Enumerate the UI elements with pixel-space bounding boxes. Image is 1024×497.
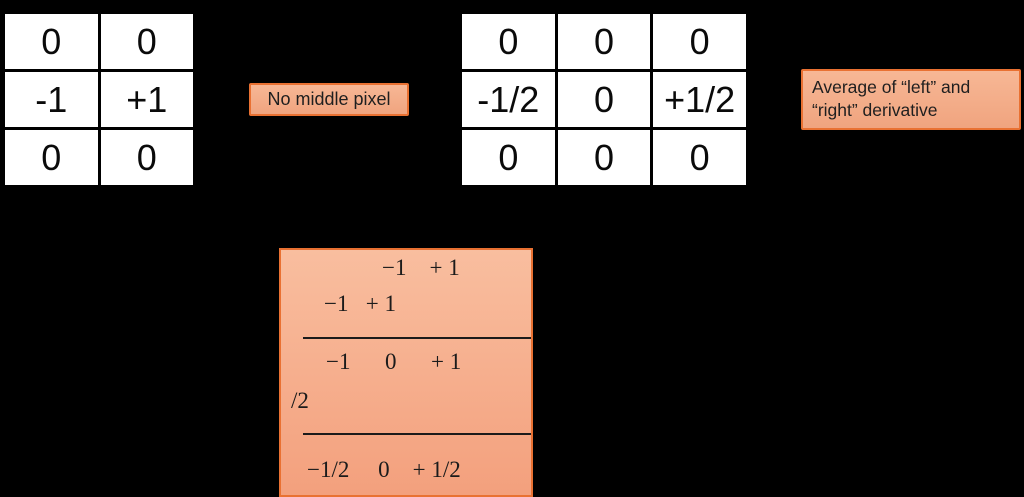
kernel-cell: 0	[557, 130, 651, 185]
derivation-row-result: −1/2 0 + 1/2	[307, 457, 461, 482]
kernel-cell: 0	[557, 14, 651, 69]
kernel-cell: +1	[100, 72, 193, 127]
kernel-cell: -1	[5, 72, 98, 127]
kernel-cell: -1/2	[462, 72, 555, 127]
average-derivative-text-line2: “right” derivative	[812, 100, 938, 120]
average-derivative-label: Average of “left” and “right” derivative	[801, 69, 1021, 130]
derivation-row-divide-by-2: /2	[291, 388, 309, 413]
kernel-cell: 0	[462, 14, 555, 69]
kernel-cell: 0	[5, 14, 98, 69]
kernel-cell: 0	[100, 130, 193, 185]
centered-derivative-kernel-table: 0 0 0 -1/2 0 +1/2 0 0 0	[459, 11, 749, 188]
kernel-cell: 0	[462, 130, 555, 185]
derivation-rule-2	[303, 433, 531, 435]
derivation-rule-1	[303, 337, 531, 339]
derivation-row-right-kernel: −1 + 1	[382, 255, 460, 280]
no-middle-pixel-text: No middle pixel	[267, 89, 391, 109]
kernel-cell: 0	[557, 72, 651, 127]
derivation-box: −1 + 1 −1 + 1 −1 0 + 1 /2 −1/2 0 + 1/2	[279, 248, 533, 497]
derivation-row-sum: −1 0 + 1	[326, 349, 462, 374]
kernel-cell: 0	[653, 14, 746, 69]
kernel-cell: 0	[653, 130, 746, 185]
kernel-cell: +1/2	[653, 72, 746, 127]
kernel-cell: 0	[5, 130, 98, 185]
no-middle-pixel-label: No middle pixel	[249, 83, 409, 116]
derivation-row-left-kernel: −1 + 1	[324, 291, 396, 316]
kernel-cell: 0	[100, 14, 193, 69]
left-derivative-kernel-table: 0 0 -1 +1 0 0	[2, 11, 196, 188]
average-derivative-text-line1: Average of “left” and	[812, 77, 971, 97]
